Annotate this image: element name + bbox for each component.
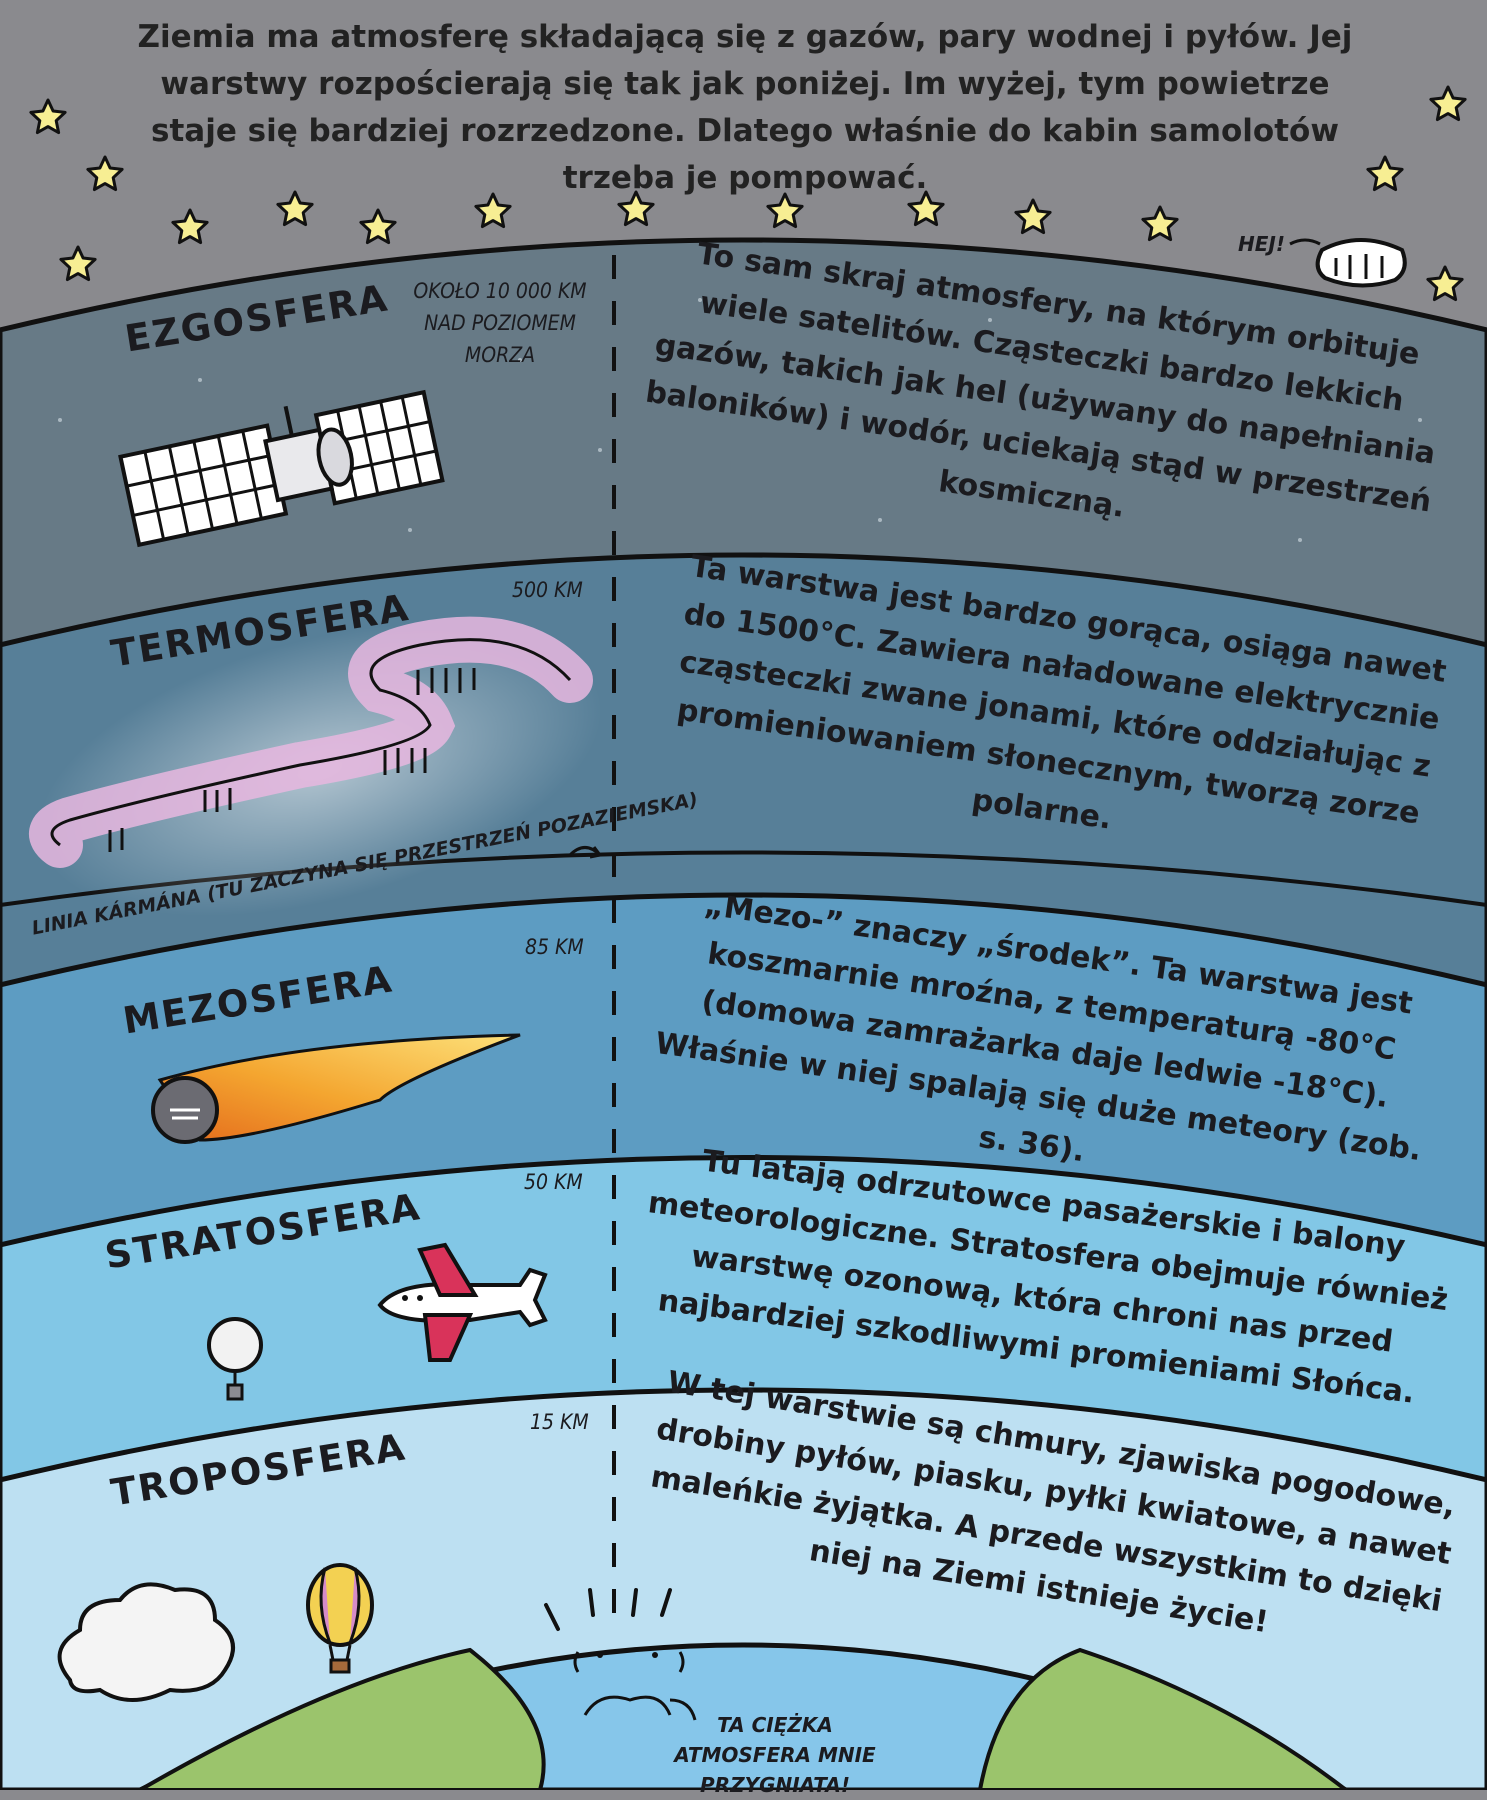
intro-text: Ziemia ma atmosferę składającą się z gaz… (137, 19, 1353, 196)
star-icon (86, 155, 124, 192)
weather-balloon-icon (207, 1317, 263, 1401)
altitude-exosphere: OKOŁO 10 000 KM NAD POZIOMEM MORZA (413, 279, 587, 367)
star-icon (1014, 198, 1052, 235)
altitude-mesosphere: 85 KM (525, 935, 584, 959)
star-icon (171, 208, 209, 245)
star-icon (474, 192, 512, 229)
hot-air-balloon-icon (306, 1563, 374, 1674)
altitude-troposphere: 15 KM (530, 1410, 589, 1434)
star-icon (276, 190, 314, 227)
star-icons (29, 85, 1467, 302)
earth-speech-text: TA CIĘŻKA ATMOSFERA MNIE PRZYGNIATA! (674, 1713, 876, 1797)
star-icon (1426, 265, 1464, 302)
star-icon (1366, 155, 1404, 192)
star-icon (1141, 205, 1179, 242)
cloud-icon (57, 1582, 235, 1702)
earth-illustration (136, 1588, 1350, 1790)
satellite-icon (118, 389, 445, 548)
star-icon (907, 190, 945, 227)
aurora-illustration (29, 616, 603, 917)
altitude-thermosphere: 500 KM (512, 578, 583, 602)
star-icon (766, 192, 804, 229)
smiley-face (1289, 238, 1407, 288)
star-icon (359, 208, 397, 245)
altitude-stratosphere: 50 KM (524, 1170, 583, 1194)
greeting-text: HEJ! (1238, 232, 1285, 256)
star-icon (617, 190, 655, 227)
star-icon (29, 98, 67, 135)
star-icon (1429, 85, 1467, 122)
meteor-icon (151, 1033, 521, 1144)
airplane-icon (377, 1242, 548, 1362)
star-icon (59, 245, 97, 282)
